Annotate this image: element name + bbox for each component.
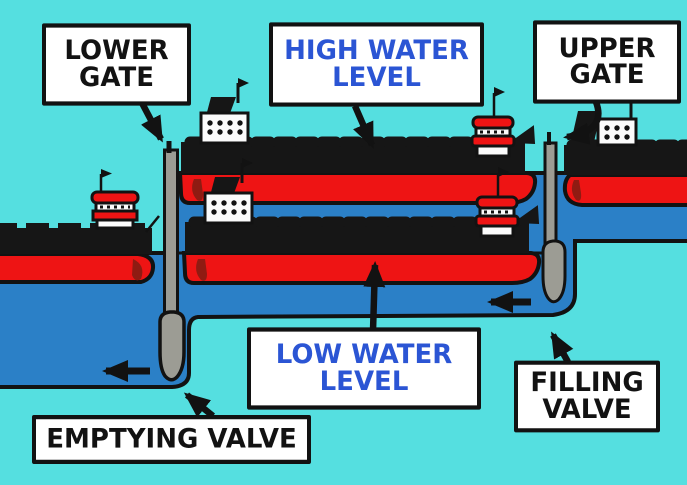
filling-valve bbox=[541, 239, 567, 304]
label-lower-gate: LOWER GATE bbox=[42, 23, 191, 106]
label-lower-gate-line2: GATE bbox=[79, 61, 154, 93]
emptying-valve bbox=[158, 310, 186, 382]
label-filling-valve: FILLING VALVE bbox=[514, 360, 660, 433]
low-water-pointer-arrow bbox=[363, 261, 386, 332]
lower-gate bbox=[163, 148, 179, 319]
label-upper-gate: UPPER GATE bbox=[533, 20, 681, 104]
label-high-water-line2: LEVEL bbox=[332, 61, 421, 93]
label-high-water-level: HIGH WATER LEVEL bbox=[269, 22, 484, 107]
label-low-water-line1: LOW WATER bbox=[275, 338, 453, 371]
label-emptying-valve: EMPTYING VALVE bbox=[32, 415, 311, 464]
label-high-water-line1: HIGH WATER bbox=[284, 34, 469, 67]
filling-valve-pointer-arrow bbox=[550, 331, 574, 364]
lower-gate-tip bbox=[166, 141, 172, 153]
label-filling-valve-line2: VALVE bbox=[542, 393, 632, 425]
label-low-water-line2: LEVEL bbox=[319, 365, 409, 397]
upper-gate bbox=[543, 141, 558, 257]
label-filling-valve-line1: FILLING bbox=[530, 366, 644, 399]
label-emptying-valve-line1: EMPTYING VALVE bbox=[46, 423, 297, 455]
label-upper-gate-line1: UPPER bbox=[558, 32, 656, 64]
emptying-valve-pointer-arrow bbox=[183, 392, 216, 419]
high-water-pointer-arrow bbox=[352, 104, 375, 149]
label-low-water-level: LOW WATER LEVEL bbox=[247, 327, 481, 410]
ship-lower-canal bbox=[0, 169, 160, 284]
label-lower-gate-line1: LOWER bbox=[64, 34, 169, 67]
upper-gate-pointer-arrow bbox=[563, 100, 602, 145]
label-upper-gate-line2: GATE bbox=[569, 58, 645, 91]
lower-gate-pointer-arrow bbox=[139, 101, 164, 143]
upper-gate-tip bbox=[547, 132, 551, 145]
